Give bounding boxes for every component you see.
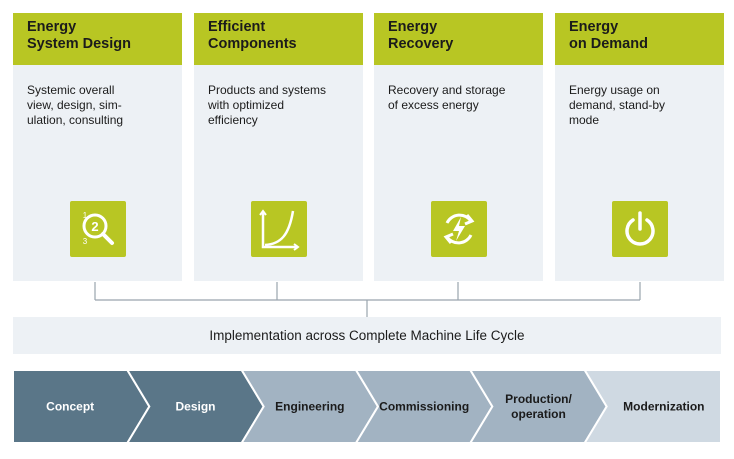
lifecycle-process: Concept Design Engineering Commissioning Pro… [12,370,722,444]
efficiency-curve-icon [251,201,307,257]
card-title-line: on Demand [569,36,648,52]
svg-text:2: 2 [91,219,98,234]
magnifier-design-icon: 2 1 3 [70,201,126,257]
card-title-line: Components [208,36,297,52]
lifecycle-step [582,370,722,444]
card-title-line: Energy [388,19,438,35]
card-title-line: Efficient [208,19,266,35]
card-energy-on-demand: Energy on Demand Energy usage on demand,… [555,13,724,281]
card-title: Energy Recovery [374,13,543,65]
card-title-line: Recovery [388,36,454,52]
lifecycle-step-label: Modernization [623,400,704,414]
lifecycle-step-label: Production/ [505,392,572,406]
power-icon [612,201,668,257]
card-title-line: System Design [27,36,131,52]
card-title: Efficient Components [194,13,363,65]
card-title-line: Energy [27,19,77,35]
card-energy-recovery: Energy Recovery Recovery and storage of … [374,13,543,281]
card-description: Systemic overall view, design, sim- ulat… [27,83,124,127]
implementation-bar: Implementation across Complete Machine L… [13,317,721,354]
card-title-line: Energy [569,19,619,35]
lifecycle-step-label: operation [511,407,566,421]
card-efficient-components: Efficient Components Products and system… [194,13,363,281]
lifecycle-step-label: Engineering [275,400,344,414]
card-title: Energy System Design [13,13,182,65]
card-description: Recovery and storage of excess energy [388,83,506,112]
energy-recovery-icon [431,201,487,257]
card-description: Products and systems with optimized effi… [208,83,327,127]
card-energy-system-design: Energy System Design Systemic overall vi… [13,13,182,281]
card-description: Energy usage on demand, stand-by mode [569,83,666,127]
card-title: Energy on Demand [555,13,724,65]
lifecycle-step-label: Concept [46,400,94,414]
svg-text:1: 1 [83,211,88,220]
lifecycle-step-label: Commissioning [379,400,469,414]
svg-text:3: 3 [83,237,88,246]
connector-lines [94,282,641,317]
lifecycle-step-label: Design [175,400,215,414]
